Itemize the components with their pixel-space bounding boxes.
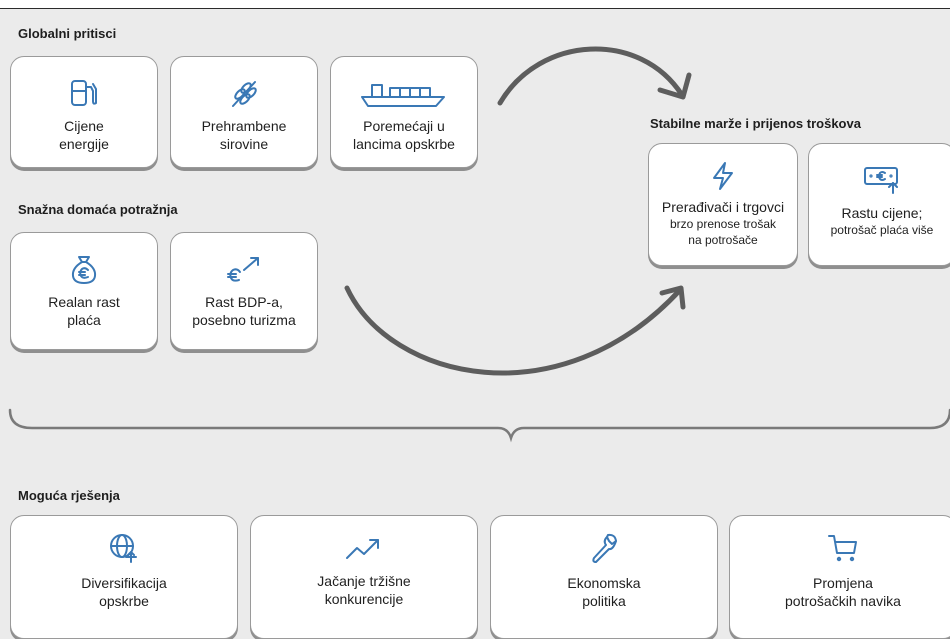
trend-up-icon: [344, 530, 384, 566]
card-label: konkurencije: [324, 591, 404, 607]
card-sublabel: brzo prenose trošak: [669, 217, 777, 231]
card-label: potrošačkih navika: [785, 593, 901, 609]
card-label: Rast BDP-a,: [205, 294, 283, 310]
card-label: Realan rast: [48, 294, 120, 310]
card-label: energije: [59, 136, 109, 152]
card-label: Rastu cijene;: [841, 205, 923, 221]
lightning-icon: [708, 158, 738, 194]
card-label: Jačanje tržišne: [317, 573, 411, 589]
top-arrowhead: [657, 72, 692, 100]
fuel-pump-icon: [69, 75, 99, 111]
bottom-arrowhead: [659, 285, 686, 310]
top-rule: [0, 0, 950, 9]
wrench-icon: [588, 530, 620, 566]
card-label: Promjena: [813, 575, 873, 591]
group-brace: [8, 408, 950, 443]
euro-growth-icon: [224, 251, 264, 287]
card-label: sirovine: [219, 136, 269, 152]
card-sublabel: na potrošače: [688, 233, 758, 247]
bottom-curved-arrow: [344, 285, 683, 376]
card-label: lancima opskrbe: [353, 136, 455, 152]
shopping-cart-icon: [826, 530, 860, 566]
heading-global-pressures: Globalni pritisci: [18, 26, 117, 41]
card-consumer-habits: Promjena potrošačkih navika: [729, 515, 950, 639]
card-label: Poremećaji u: [363, 118, 445, 134]
card-label: Ekonomska: [567, 575, 641, 591]
money-bag-euro-icon: [69, 251, 99, 287]
card-label: Prerađivači i trgovci: [661, 199, 785, 215]
card-label: opskrbe: [99, 593, 149, 609]
card-food-commodities: Prehrambene sirovine: [170, 56, 318, 168]
card-supply-diversification: Diversifikacija opskrbe: [10, 515, 238, 639]
card-market-competition: Jačanje tržišne konkurencije: [250, 515, 478, 639]
cargo-ship-icon: [360, 75, 448, 111]
card-supply-chain: Poremećaji u lancima opskrbe: [330, 56, 478, 168]
wheat-icon: [229, 75, 259, 111]
card-real-wage-growth: Realan rast plaća: [10, 232, 158, 350]
card-prices-rise: Rastu cijene; potrošač plaća više: [808, 143, 950, 266]
globe-arrows-icon: [108, 530, 140, 566]
card-gdp-growth: Rast BDP-a, posebno turizma: [170, 232, 318, 350]
card-label: Prehrambene: [201, 118, 287, 134]
heading-domestic-demand: Snažna domaća potražnja: [18, 202, 178, 217]
heading-stable-margins: Stabilne marže i prijenos troškova: [650, 116, 861, 131]
card-label: plaća: [67, 312, 101, 328]
card-label: posebno turizma: [192, 312, 296, 328]
card-processors-retailers: Prerađivači i trgovci brzo prenose troša…: [648, 143, 798, 266]
euro-price-up-icon: [862, 162, 902, 198]
top-curved-arrow: [497, 46, 685, 106]
heading-possible-solutions: Moguća rješenja: [18, 488, 120, 503]
card-label: Cijene: [64, 118, 104, 134]
card-sublabel: potrošač plaća više: [830, 223, 934, 237]
card-label: politika: [582, 593, 626, 609]
card-economic-policy: Ekonomska politika: [490, 515, 718, 639]
card-energy-prices: Cijene energije: [10, 56, 158, 168]
card-label: Diversifikacija: [81, 575, 167, 591]
